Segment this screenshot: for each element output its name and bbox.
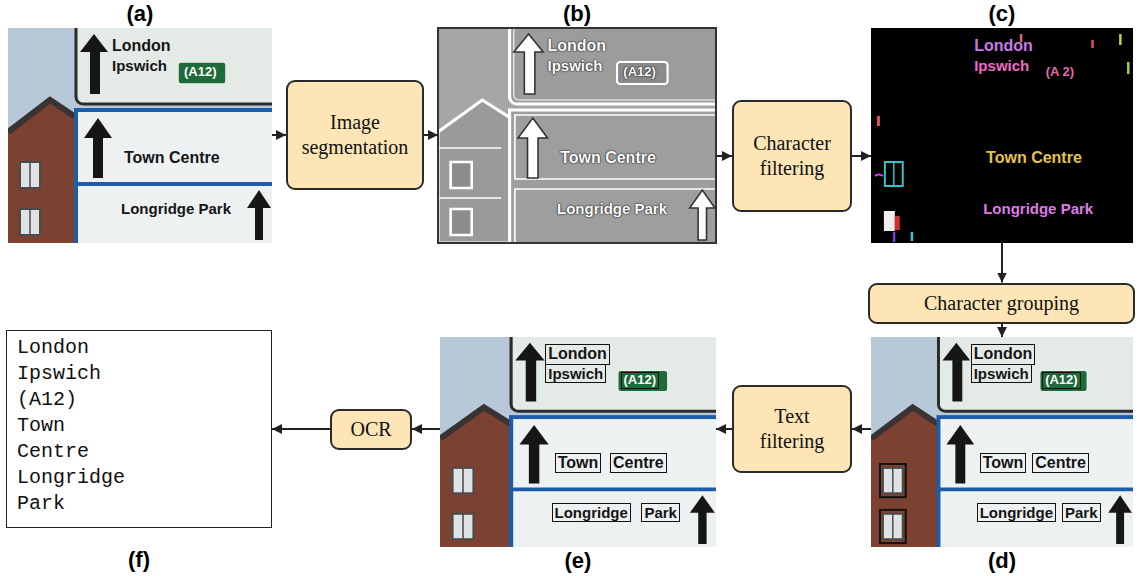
process-label: Image segmentation bbox=[296, 110, 414, 160]
flow-arrow bbox=[1001, 324, 1003, 338]
sign-text: (A12) bbox=[184, 65, 217, 80]
panel-letter: (a) bbox=[8, 2, 272, 26]
filtered-text-image bbox=[440, 331, 726, 554]
word-box: Town bbox=[555, 453, 602, 473]
filtered-character-text: Longridge Park bbox=[983, 200, 1093, 217]
panel-letter: (f) bbox=[7, 548, 271, 572]
segmented-image bbox=[438, 22, 727, 250]
process-box: Text filtering bbox=[732, 385, 852, 473]
ocr-result-line: Longridge bbox=[17, 465, 261, 491]
flow-arrow bbox=[852, 428, 871, 430]
word-box: Centre bbox=[1032, 453, 1089, 473]
filtered-character-text: (A 2) bbox=[1046, 65, 1074, 80]
filtered-character-text: London bbox=[974, 37, 1033, 55]
panel-letter: (b) bbox=[438, 2, 716, 26]
flow-arrow bbox=[412, 428, 440, 430]
sign-text: London bbox=[112, 37, 171, 55]
process-label: Character filtering bbox=[742, 131, 842, 181]
flow-arrow bbox=[1001, 243, 1003, 283]
ocr-result-line: Town bbox=[17, 413, 261, 439]
image-frame bbox=[438, 28, 716, 243]
node-content: LondonIpswich(A12)TownCentreLongridgePar… bbox=[17, 335, 261, 517]
word-box: London bbox=[545, 344, 610, 364]
segmented-text: Town Centre bbox=[560, 149, 656, 167]
input-photo bbox=[8, 22, 282, 250]
word-box: London bbox=[971, 344, 1036, 364]
flow-arrow bbox=[272, 428, 330, 430]
sign-text: Ipswich bbox=[112, 57, 167, 74]
panel-letter: (d) bbox=[871, 549, 1133, 573]
process-box: Image segmentation bbox=[286, 80, 424, 190]
segmented-text: Longridge Park bbox=[557, 200, 667, 217]
output-text-box: LondonIpswich(A12)TownCentreLongridgePar… bbox=[6, 330, 272, 528]
word-box: (A12) bbox=[621, 372, 660, 389]
node-content: OCR bbox=[350, 417, 391, 442]
process-box: OCR bbox=[330, 409, 412, 450]
flow-arrow bbox=[716, 428, 732, 430]
word-box: (A12) bbox=[1042, 372, 1081, 389]
word-box: Centre bbox=[610, 453, 667, 473]
word-box: Longridge bbox=[977, 503, 1056, 522]
ocr-result-line: Centre bbox=[17, 439, 261, 465]
process-label: Character grouping bbox=[924, 291, 1079, 316]
segmented-text: (A12) bbox=[623, 65, 656, 80]
flow-arrow bbox=[852, 155, 871, 157]
word-box: Park bbox=[1062, 503, 1101, 522]
ocr-result-line: Park bbox=[17, 491, 261, 517]
flow-arrow bbox=[272, 134, 286, 136]
word-box: Town bbox=[980, 453, 1027, 473]
filtered-character-text: Town Centre bbox=[986, 149, 1082, 167]
node-content: Character grouping bbox=[924, 291, 1079, 316]
panel-letter: (c) bbox=[871, 2, 1133, 26]
flow-arrow bbox=[716, 155, 732, 157]
grouped-text-image bbox=[871, 331, 1139, 554]
process-box: Character grouping bbox=[868, 283, 1135, 324]
filtered-character-text: Ipswich bbox=[974, 57, 1029, 74]
node-content: Text filtering bbox=[742, 404, 842, 454]
panel-letter: (e) bbox=[440, 549, 716, 573]
process-label: OCR bbox=[350, 417, 391, 442]
ocr-result-line: Ipswich bbox=[17, 361, 261, 387]
segmented-text: London bbox=[548, 37, 607, 55]
word-box: Ipswich bbox=[971, 364, 1032, 383]
ocr-result-line: (A12) bbox=[17, 387, 261, 413]
node-content: Image segmentation bbox=[296, 110, 414, 160]
process-label: Text filtering bbox=[742, 404, 842, 454]
sign-text: Longridge Park bbox=[121, 200, 231, 217]
ocr-result-line: London bbox=[17, 335, 261, 361]
filtered-characters-image bbox=[871, 28, 1133, 243]
word-box: Park bbox=[641, 503, 680, 522]
flow-arrow bbox=[424, 134, 438, 136]
node-content: Character filtering bbox=[742, 131, 842, 181]
word-box: Ipswich bbox=[545, 364, 606, 383]
process-box: Character filtering bbox=[732, 100, 852, 212]
segmented-text: Ipswich bbox=[548, 57, 603, 74]
sign-text: Town Centre bbox=[124, 149, 220, 167]
word-box: Longridge bbox=[552, 503, 631, 522]
